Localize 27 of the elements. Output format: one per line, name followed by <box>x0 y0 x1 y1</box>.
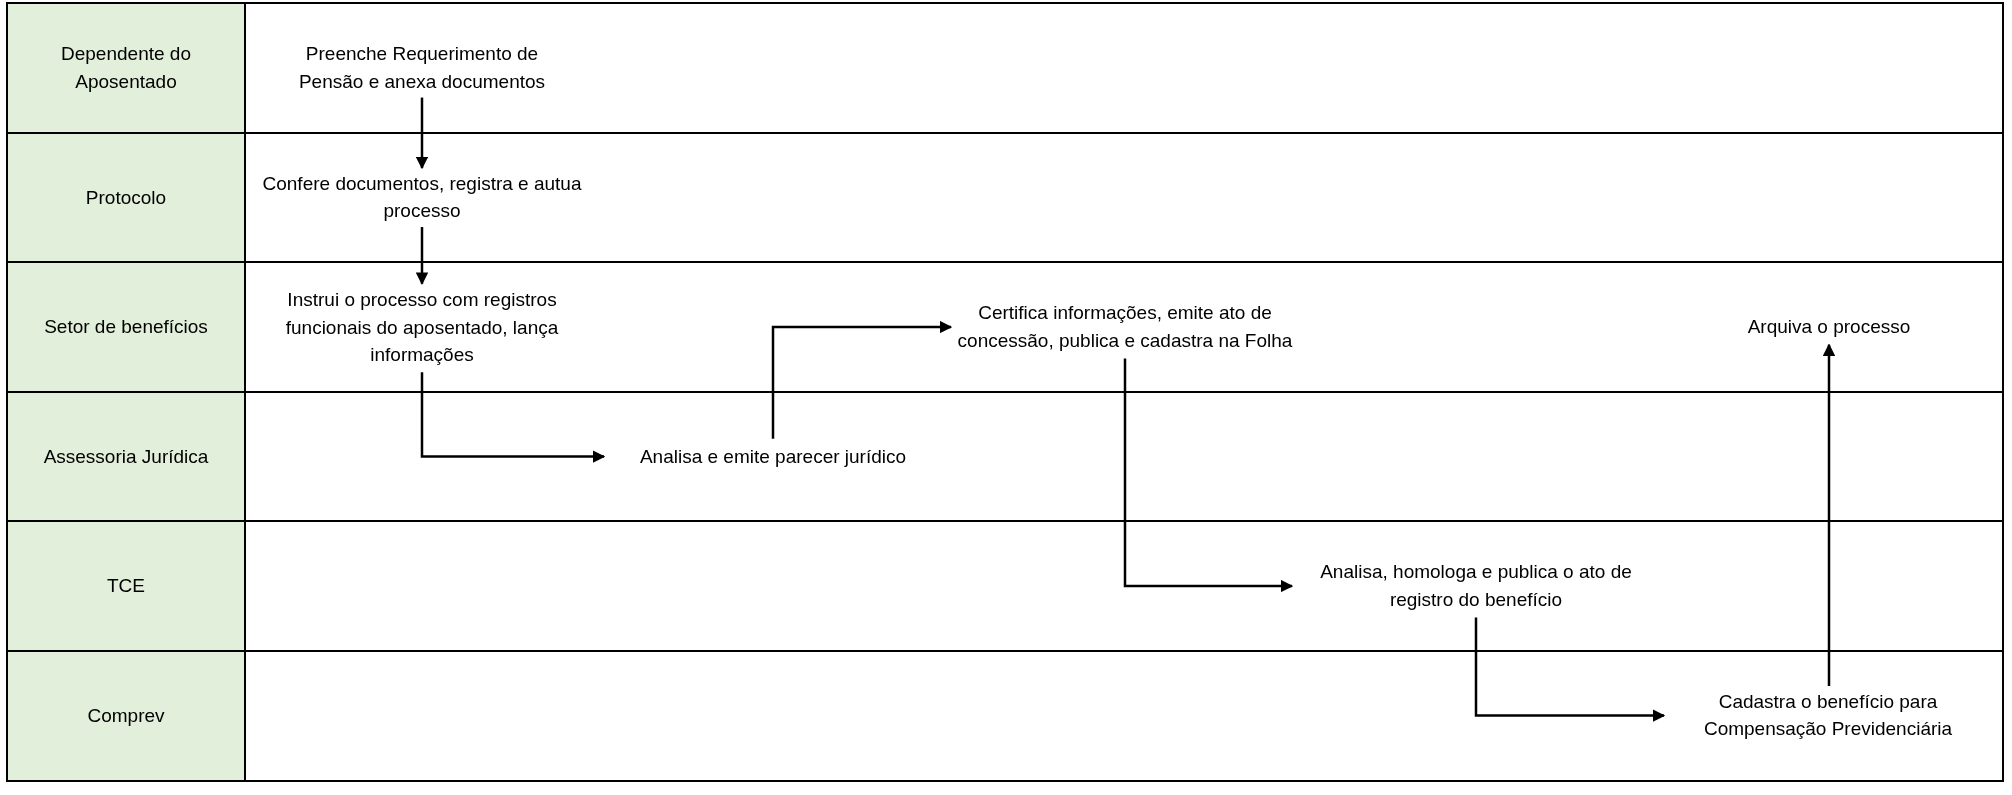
process-text: Analisa e emite parecer jurídico <box>608 442 938 471</box>
process-text: Confere documentos, registra e autua processo <box>257 169 587 226</box>
swimlane <box>6 390 2004 523</box>
swimlane <box>6 261 2004 393</box>
arrow <box>420 372 606 463</box>
arrow <box>1822 343 1836 686</box>
lane-header: Assessoria Jurídica <box>8 392 246 521</box>
process-text: Cadastra o benefício para Compensação Previdenciária <box>1668 687 1988 744</box>
lane-header: Comprev <box>8 651 246 780</box>
process-text: Analisa, homologa e publica o ato de registro do benefício <box>1296 558 1656 614</box>
arrow <box>771 320 953 439</box>
swimlane <box>6 520 2004 652</box>
process-text: Certifica informações, emite ato de concessão, publica e cadastra na Folha <box>955 299 1295 355</box>
process-text: Instrui o processo com registros funcionais do aposentado, lança informações <box>257 285 587 369</box>
process-text: Preenche Requerimento de Pensão e anexa documentos <box>272 40 572 96</box>
lane-header: Protocolo <box>8 133 246 262</box>
swimlane <box>6 131 2004 264</box>
lane-header: Setor de benefícios <box>8 263 246 391</box>
lane-header: Dependente do Aposentado <box>8 4 246 132</box>
arrow <box>1123 358 1294 593</box>
swimlane <box>6 649 2004 782</box>
arrow <box>415 97 429 170</box>
swimlane <box>6 2 2004 134</box>
arrow <box>415 227 429 285</box>
lane-header: TCE <box>8 522 246 650</box>
process-text: Arquiva o processo <box>1709 313 1949 341</box>
arrow <box>1474 617 1666 722</box>
